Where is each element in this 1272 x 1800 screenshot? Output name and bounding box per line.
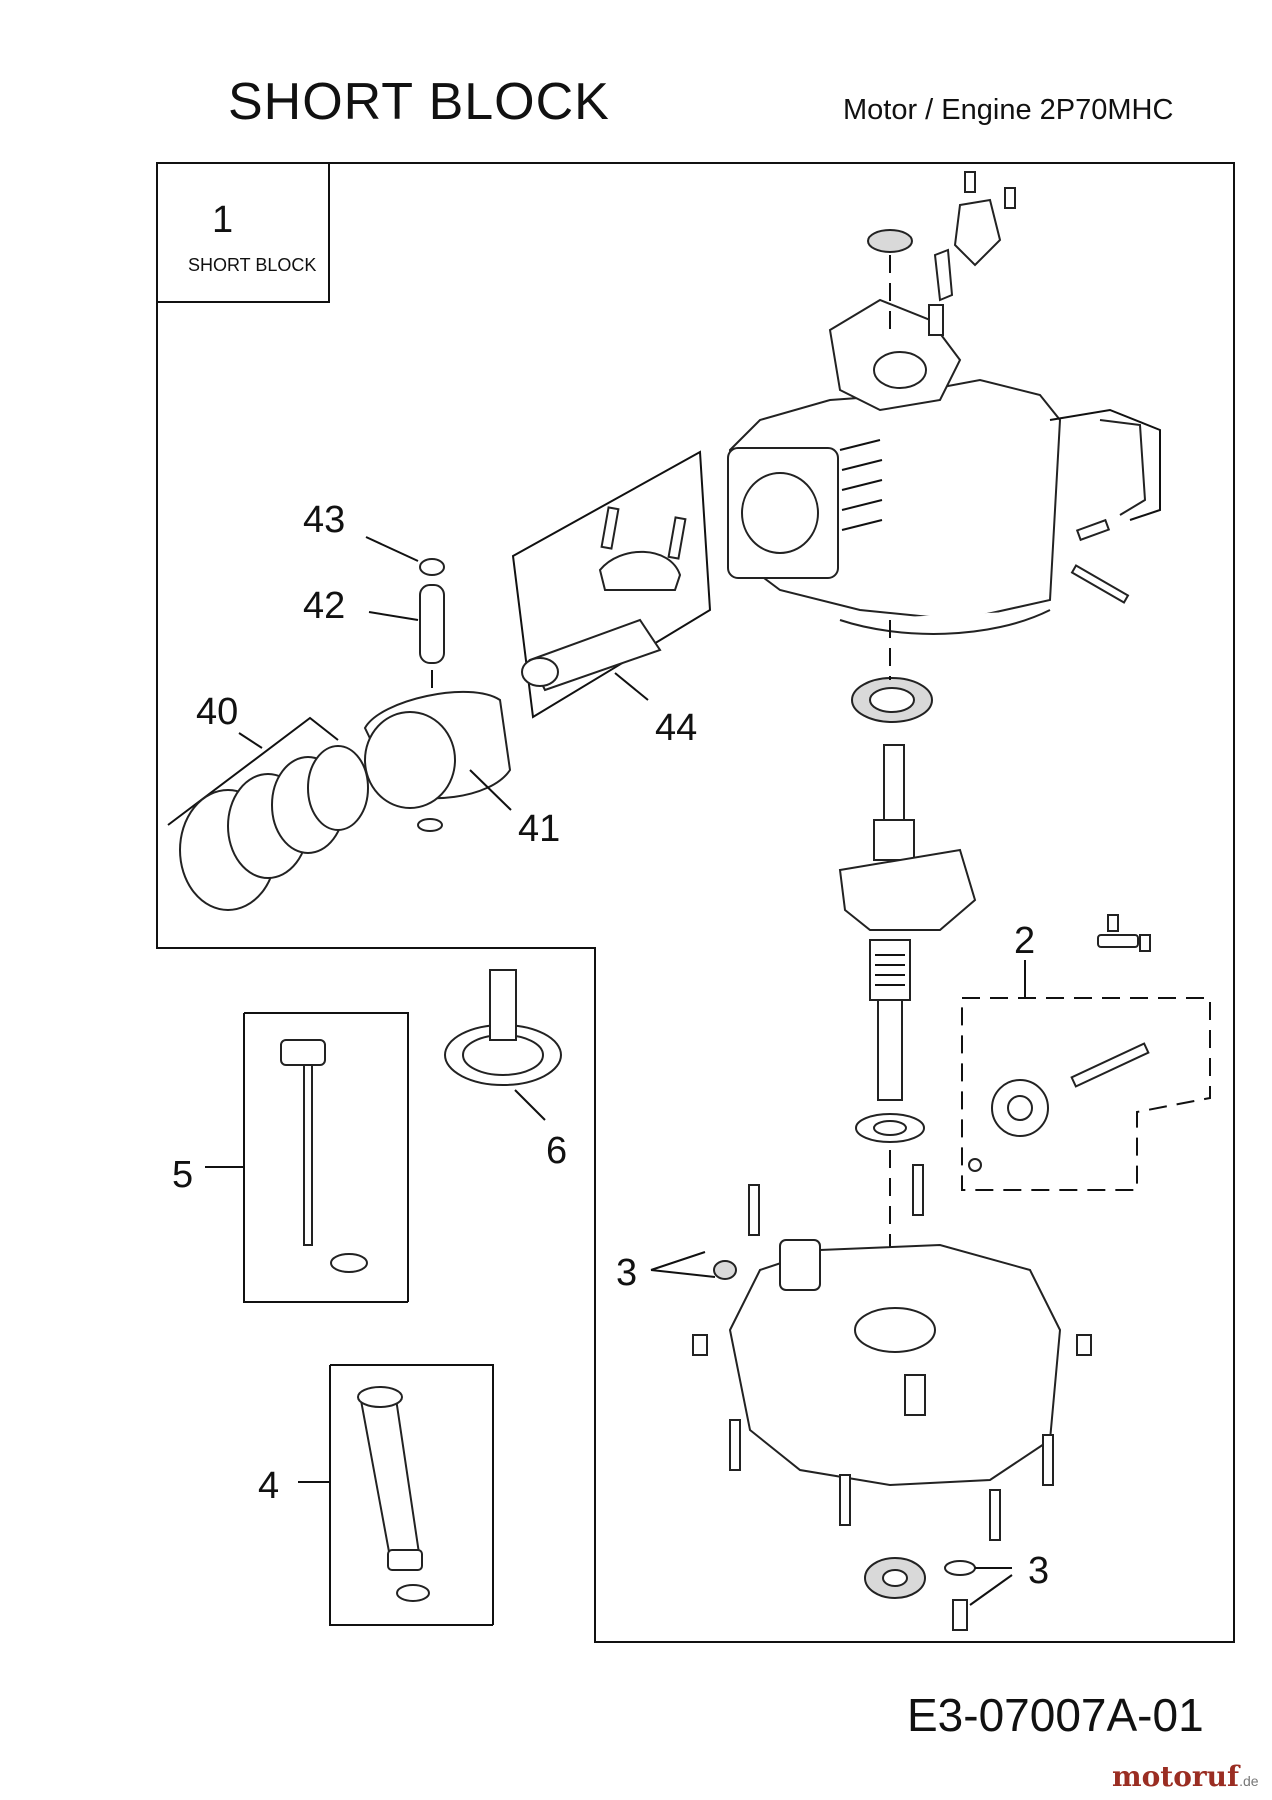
governor-assembly (961, 914, 1211, 1191)
callout-3-lower: 3 (1028, 1550, 1049, 1592)
callout-3-upper: 3 (616, 1252, 637, 1294)
callout-6: 6 (546, 1130, 567, 1172)
callout-43: 43 (303, 499, 345, 541)
crankcase-cover (728, 1239, 1062, 1487)
dipstick (243, 1012, 409, 1303)
crankcase-gasket-and-breather (1070, 419, 1147, 604)
oil-fill-tube (329, 1364, 494, 1626)
piston-pin-and-clip (419, 558, 445, 690)
piston-and-rings (167, 690, 512, 911)
brand-tld: .de (1239, 1773, 1259, 1789)
connecting-rod (511, 450, 712, 719)
crankshaft-assembly (838, 620, 977, 1260)
callout-2: 2 (1014, 920, 1035, 962)
brand-name: motoruf (1112, 1760, 1240, 1793)
brand-logo[interactable]: motoruf.de (1112, 1760, 1259, 1793)
top-small-parts (867, 171, 1016, 336)
callout-42: 42 (303, 585, 345, 627)
callout-44: 44 (655, 707, 697, 749)
engine-model-label: Motor / Engine 2P70MHC (843, 94, 1174, 126)
callout-40: 40 (196, 691, 238, 733)
cover-bolts (692, 1164, 1092, 1631)
callout-4: 4 (258, 1465, 279, 1507)
legend-caption: SHORT BLOCK (188, 255, 316, 275)
legend-box (156, 162, 330, 303)
page-title: SHORT BLOCK (228, 73, 610, 131)
leader-lines (205, 536, 1026, 1606)
camshaft (444, 969, 562, 1086)
diagram-frame (156, 162, 1235, 1643)
legend-number: 1 (212, 199, 233, 241)
callout-41: 41 (518, 808, 560, 850)
callout-5: 5 (172, 1154, 193, 1196)
cylinder-block (727, 298, 1161, 635)
drawing-code: E3-07007A-01 (907, 1689, 1204, 1741)
